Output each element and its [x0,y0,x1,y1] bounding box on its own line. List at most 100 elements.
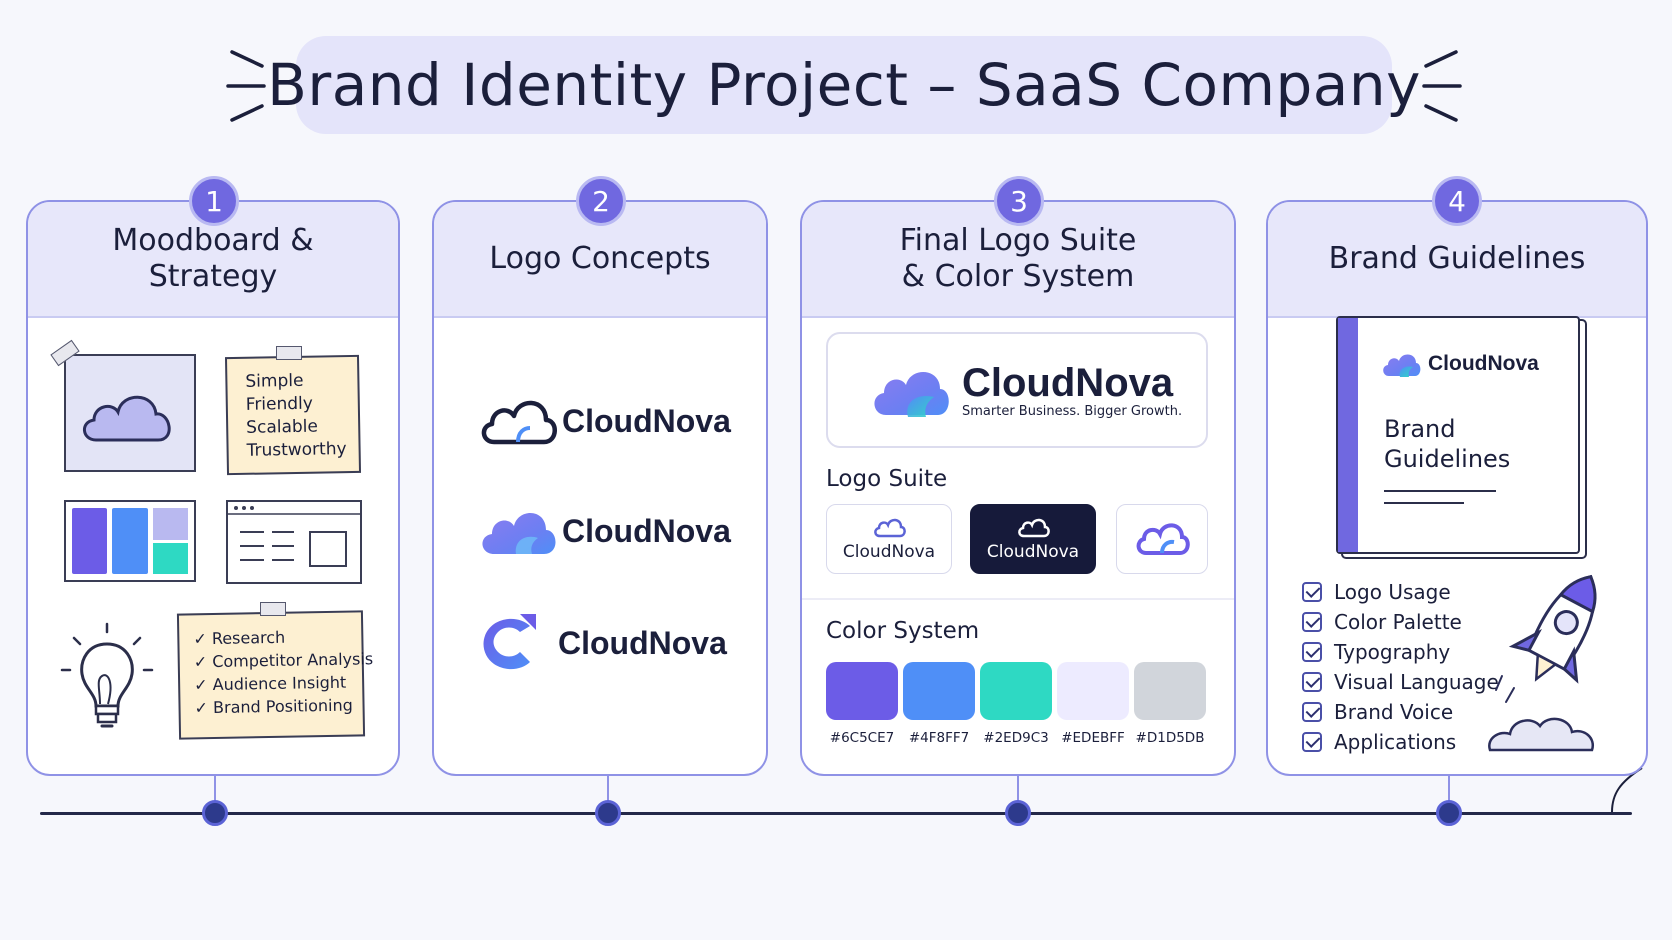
checkbox-icon [1302,732,1322,752]
c-monogram-icon [483,614,536,670]
timeline-dot [1436,800,1462,826]
guideline-item: Logo Usage [1302,580,1451,604]
guideline-item: Typography [1302,640,1450,664]
suite-wordmark: CloudNova [986,542,1080,562]
logo-variant-light: CloudNova [826,504,952,574]
checkbox-icon [1302,702,1322,722]
timeline-dot [1005,800,1031,826]
step-number-badge: 3 [994,176,1044,226]
keyword: Friendly [245,393,314,415]
logo-variant-icon [1116,504,1208,574]
logo-concept-gradient: CloudNova [476,500,731,562]
guideline-label: Visual Language [1334,670,1499,694]
step-title: Moodboard & Strategy [112,223,314,294]
color-hex-label: #4F8FF7 [908,730,970,746]
tape-strip [276,346,302,360]
logo-variant-dark: CloudNova [970,504,1096,574]
checklist-item: ✓ Brand Positioning [194,695,353,718]
concept-wordmark: CloudNova [558,624,727,661]
color-hex-label: #EDEBFF [1061,730,1125,746]
primary-wordmark: CloudNova [962,360,1174,405]
keyword: Scalable [246,416,319,438]
step-header: Logo Concepts [434,202,766,318]
concept-wordmark: CloudNova [562,512,731,549]
keyword: Trustworthy [246,439,347,461]
color-swatch [1134,662,1206,720]
logo-suite-label: Logo Suite [826,466,948,492]
title-banner: Brand Identity Project – SaaS Company [267,36,1420,134]
checkbox-icon [1302,582,1322,602]
color-swatch [903,662,975,720]
guideline-label: Color Palette [1334,610,1462,634]
timeline-dot [595,800,621,826]
checkbox-icon [1302,642,1322,662]
cloud-gradient-icon [482,512,556,554]
tagline: Smarter Business. Bigger Growth. [962,403,1183,419]
step-number-badge: 4 [1432,176,1482,226]
lightbulb-icon [60,622,154,728]
cloud-outline-icon [1136,523,1190,555]
timeline-stem [607,775,609,803]
color-system-label: Color System [826,618,980,644]
cloud-outline-icon [874,518,906,538]
book-logo: CloudNova [1380,348,1539,380]
checkbox-icon [1302,672,1322,692]
book-wordmark: CloudNova [1428,352,1539,375]
timeline-stem [1448,775,1450,803]
checklist-item: ✓ Competitor Analysis [193,649,374,672]
guideline-label: Applications [1334,730,1457,754]
step-header: Brand Guidelines [1268,202,1646,318]
cloud-outline-icon [481,400,557,445]
timeline-line [40,812,1632,815]
book-rule [1384,502,1464,504]
cloud-gradient-icon [874,371,949,417]
tape-strip [260,602,286,616]
color-hex-label: #2ED9C3 [983,730,1049,746]
cloud-icon [83,395,171,442]
book-title: Brand Guidelines [1384,415,1511,473]
keyword: Simple [245,370,304,392]
timeline-stem [214,775,216,803]
guideline-item: Applications [1302,730,1456,754]
cloud-outline-icon [1018,518,1050,538]
step-title: Brand Guidelines [1328,241,1586,276]
research-checklist-note: ✓ Research ✓ Competitor Analysis ✓ Audie… [176,610,374,740]
cloud-gradient-icon [1383,354,1421,377]
guideline-label: Logo Usage [1334,580,1451,604]
step-card-logo-concepts: Logo Concepts 2 [432,176,768,776]
logo-concept-outline: CloudNova [476,390,731,452]
primary-logo-panel: CloudNova Smarter Business. Bigger Growt… [826,332,1208,448]
book-spine [1338,318,1358,552]
guideline-item: Visual Language [1302,670,1499,694]
checklist-item: ✓ Research [193,627,286,649]
suite-wordmark: CloudNova [842,542,936,562]
step-title: Logo Concepts [489,241,711,276]
guideline-item: Color Palette [1302,610,1462,634]
divider [802,598,1234,600]
color-swatch [826,662,898,720]
rocket-icon [1488,574,1597,752]
color-swatch [1057,662,1129,720]
logo-concept-monogram: CloudNova [476,610,727,676]
checklist-item: ✓ Audience Insight [193,672,347,695]
book-rule [1384,490,1496,492]
palette-swatches-icon [64,500,196,582]
guidelines-book: CloudNova Brand Guidelines [1336,316,1580,554]
guideline-label: Typography [1334,640,1451,664]
timeline-dot [202,800,228,826]
keyword-sticky-note: Simple Friendly Scalable Trustworthy [224,354,362,476]
step-number-badge: 2 [576,176,626,226]
step-number-badge: 1 [189,176,239,226]
guideline-label: Brand Voice [1334,700,1454,724]
left-burst-icon [226,50,266,122]
color-hex-label: #D1D5DB [1135,730,1205,746]
color-hex-label: #6C5CE7 [829,730,895,746]
right-burst-icon [1422,50,1462,122]
concept-wordmark: CloudNova [562,402,731,439]
page-title: Brand Identity Project – SaaS Company [267,51,1421,119]
checkbox-icon [1302,612,1322,632]
color-swatch [980,662,1052,720]
cloud-photo-card [64,354,196,472]
guideline-item: Brand Voice [1302,700,1453,724]
wireframe-icon [226,500,362,584]
